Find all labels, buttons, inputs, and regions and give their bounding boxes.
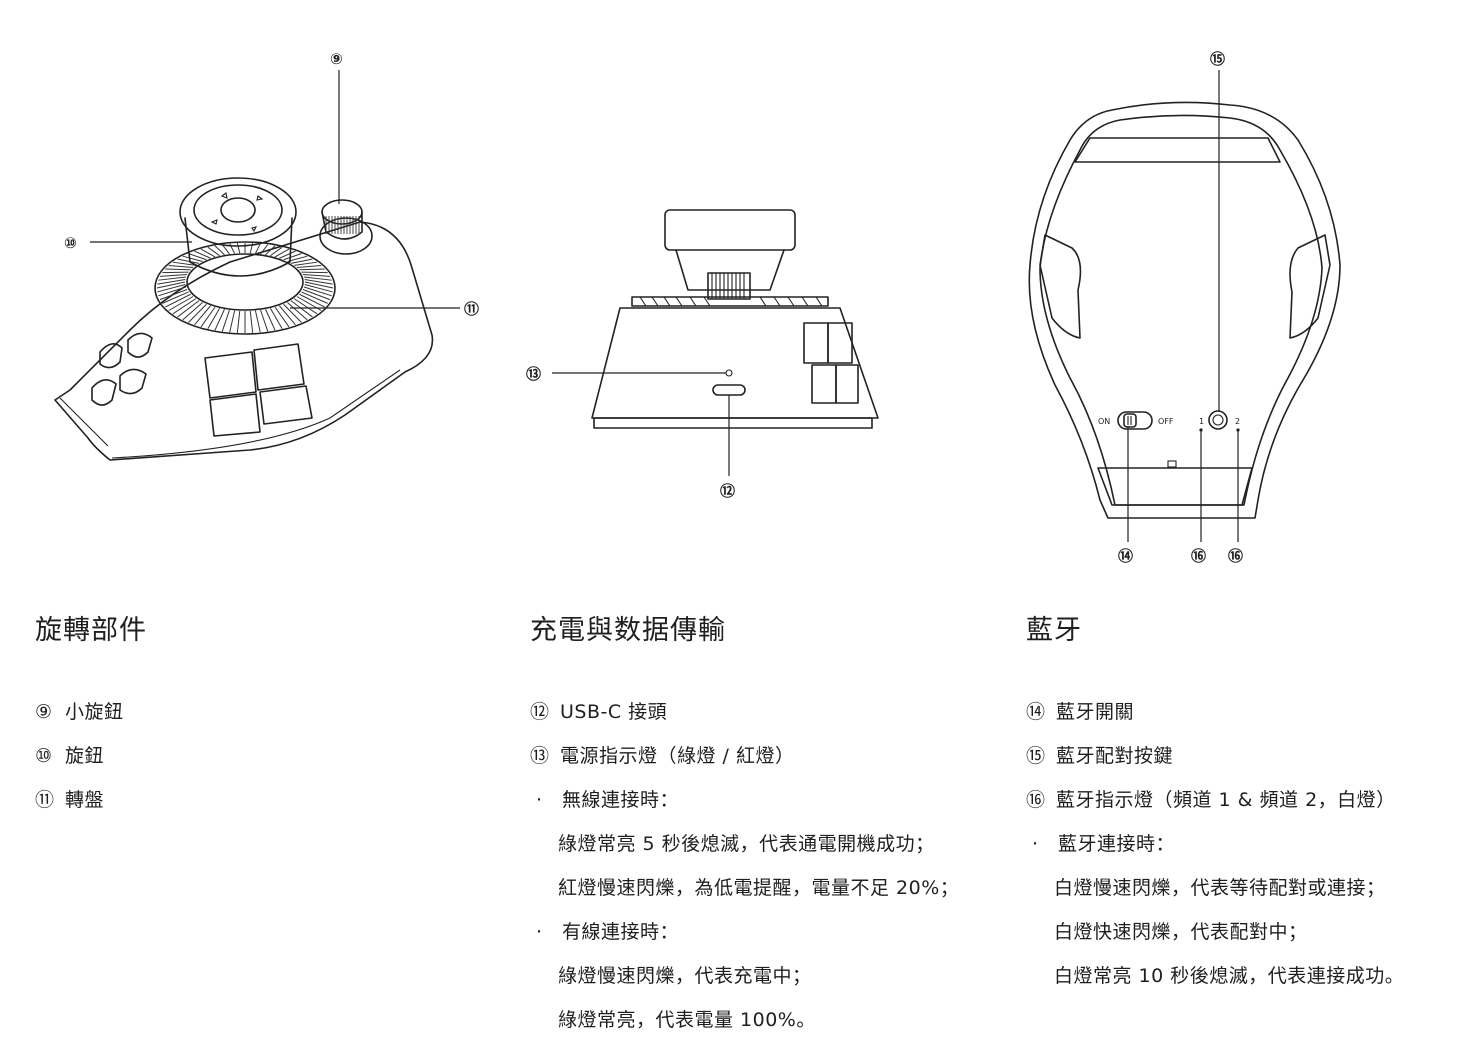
channel-2-label: 2	[1235, 417, 1240, 426]
device-perspective-view	[54, 177, 434, 461]
callout-16-b: ⑯	[1228, 547, 1243, 565]
device-side-view	[591, 209, 879, 429]
bullet-heading-wireless: ·無線連接時：	[536, 789, 680, 811]
callout-15: ⑮	[1210, 50, 1225, 68]
pairing-button	[1208, 410, 1228, 430]
channel-1-label: 1	[1199, 417, 1204, 426]
callout-9: ⑨	[330, 50, 343, 68]
detail-line: 綠燈慢速閃爍，代表充電中；	[558, 965, 812, 987]
callout-12: ⑫	[720, 482, 735, 500]
callout-16-a: ⑯	[1191, 547, 1206, 565]
detail-line: 白燈快速閃爍，代表配對中；	[1054, 921, 1308, 943]
callout-11: ⑪	[464, 300, 479, 318]
callout-13: ⑬	[526, 365, 541, 383]
bullet-heading-bluetooth: ·藍牙連接時：	[1032, 833, 1176, 855]
callout-10: ⑩	[64, 234, 77, 252]
switch-on-label: ON	[1098, 417, 1110, 426]
device-bottom-view: ON OFF 1 2	[1028, 101, 1341, 519]
detail-line: 綠燈常亮 5 秒後熄滅，代表通電開機成功；	[558, 833, 935, 855]
switch-off-label: OFF	[1158, 417, 1174, 426]
detail-line: 白燈常亮 10 秒後熄滅，代表連接成功。	[1054, 965, 1405, 987]
device-illustrations: ON OFF 1 2 ⑨ ⑩ ⑪ ⑫ ⑬ ⑭ ⑮ ⑯ ⑯	[54, 50, 1341, 565]
callout-lines	[90, 70, 1239, 542]
section-title: 旋轉部件	[35, 615, 147, 646]
section-title: 藍牙	[1026, 615, 1082, 646]
detail-line: 綠燈常亮，代表電量 100%。	[558, 1009, 816, 1031]
section-title: 充電與数据傳輸	[530, 615, 726, 646]
callout-14: ⑭	[1118, 547, 1133, 565]
detail-line: 紅燈慢速閃爍，為低電提醒，電量不足 20%；	[558, 877, 960, 899]
detail-line: 白燈慢速閃爍，代表等待配對或連接；	[1054, 877, 1386, 899]
bullet-heading-wired: ·有線連接時：	[536, 921, 680, 943]
